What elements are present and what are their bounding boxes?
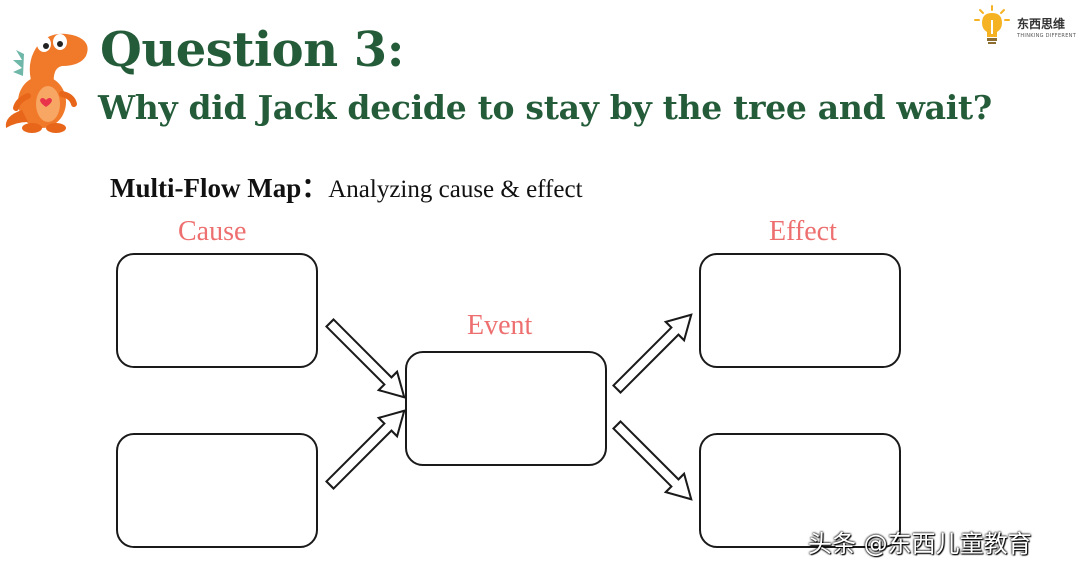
map-heading-title: Multi-Flow Map： xyxy=(110,173,329,203)
lightbulb-logo-icon xyxy=(974,5,1010,44)
question-text: Why did Jack decide to stay by the tree … xyxy=(98,88,992,127)
effect-label: Effect xyxy=(769,216,837,247)
cause-box-1[interactable] xyxy=(116,253,318,368)
effect-box-2[interactable] xyxy=(699,433,901,548)
map-heading-description: Analyzing cause & effect xyxy=(328,176,583,203)
logo-tagline: THINKING DIFFERENT xyxy=(1017,33,1077,39)
page-title: Question 3: xyxy=(100,22,404,78)
dinosaur-mascot-icon xyxy=(5,33,88,133)
arrow-event-to-effect1 xyxy=(606,304,702,400)
arrow-cause1-to-event xyxy=(319,312,415,408)
arrow-event-to-effect2 xyxy=(606,414,702,510)
effect-box-1[interactable] xyxy=(699,253,901,368)
logo-name: 东西思维 xyxy=(1017,17,1066,31)
cause-box-2[interactable] xyxy=(116,433,318,548)
event-box[interactable] xyxy=(405,351,607,466)
event-label: Event xyxy=(467,310,533,341)
map-heading: Multi-Flow Map：Analyzing cause & effect xyxy=(110,166,583,205)
watermark: 头条 @东西儿童教育 xyxy=(808,530,1032,558)
cause-label: Cause xyxy=(178,216,247,247)
arrow-cause2-to-event xyxy=(319,400,415,496)
